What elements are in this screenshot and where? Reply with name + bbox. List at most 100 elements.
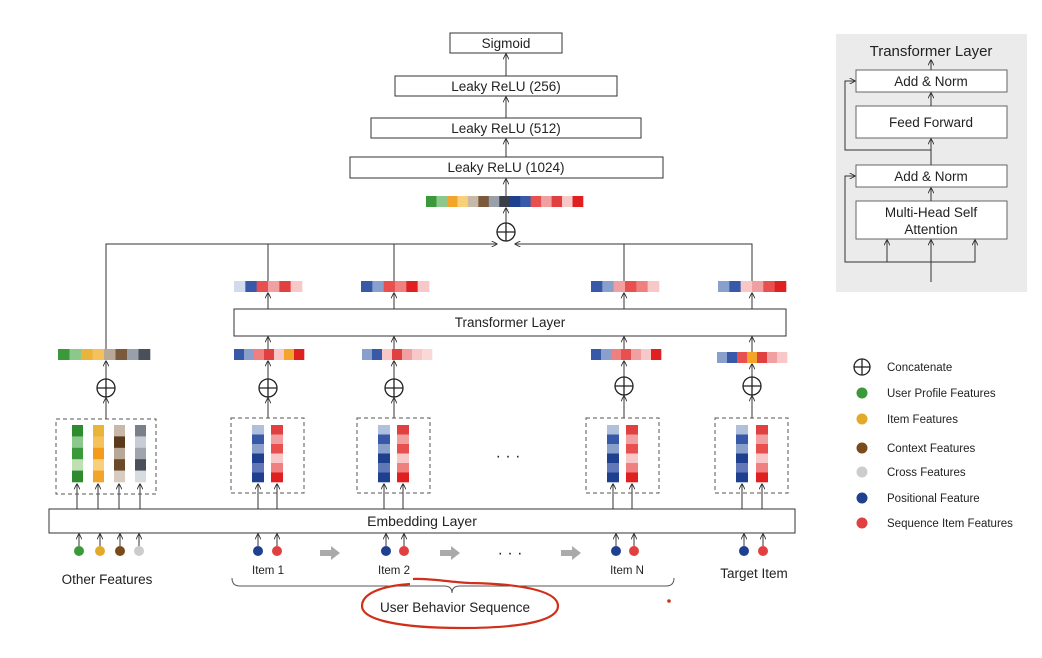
vector-cell bbox=[729, 281, 741, 292]
itemN-sequence-dot bbox=[629, 546, 639, 556]
sequence-arrow-icon bbox=[440, 546, 460, 560]
sigmoid-box bbox=[449, 32, 563, 54]
item1-positional-dot bbox=[253, 546, 263, 556]
vector-cell bbox=[294, 349, 305, 360]
context-dot bbox=[115, 546, 125, 556]
item2-sequence-embedding bbox=[397, 425, 409, 483]
vector-cell bbox=[244, 349, 255, 360]
vector-cell bbox=[93, 447, 104, 460]
item1-transformer-output bbox=[234, 281, 303, 292]
item-features-embedding bbox=[93, 425, 104, 483]
vector-cell bbox=[718, 281, 730, 292]
target-concat-vector bbox=[717, 352, 788, 363]
vector-cell bbox=[114, 436, 125, 449]
vector-cell bbox=[135, 459, 146, 471]
item1-sequence-embedding bbox=[271, 425, 283, 483]
vector-cell bbox=[402, 349, 413, 360]
vector-cell bbox=[271, 472, 283, 483]
vector-cell bbox=[382, 349, 393, 360]
vector-cell bbox=[392, 349, 403, 360]
vector-cell bbox=[114, 447, 125, 460]
connector-line bbox=[515, 244, 753, 281]
vector-cell bbox=[81, 349, 93, 360]
vector-cell bbox=[607, 472, 619, 483]
vector-cell bbox=[138, 349, 151, 360]
vector-cell bbox=[397, 444, 409, 454]
inset-connector bbox=[844, 176, 931, 263]
vector-cell bbox=[397, 472, 409, 483]
vector-cell bbox=[397, 453, 409, 464]
vector-cell bbox=[651, 349, 662, 360]
vector-cell bbox=[613, 281, 626, 292]
vector-cell bbox=[562, 196, 573, 207]
vector-cell bbox=[446, 196, 458, 207]
user-profile-embedding bbox=[72, 425, 83, 483]
vector-cell bbox=[763, 281, 775, 292]
vector-cell bbox=[93, 436, 104, 449]
vector-cell bbox=[412, 349, 423, 360]
vector-cell bbox=[436, 196, 448, 207]
vector-cell bbox=[625, 281, 637, 292]
inset-mhsa-label-line2: Attention bbox=[904, 222, 957, 237]
vector-cell bbox=[378, 444, 390, 454]
legend-swatch bbox=[856, 517, 868, 529]
legend-label: Sequence Item Features bbox=[887, 518, 1013, 530]
vector-cell bbox=[114, 459, 125, 471]
vector-cell bbox=[72, 459, 83, 471]
ellipsis-embedding: · · · bbox=[496, 448, 521, 465]
vector-cell bbox=[114, 425, 125, 437]
vector-cell bbox=[626, 472, 638, 483]
vector-cell bbox=[541, 196, 552, 207]
vector-cell bbox=[395, 281, 407, 292]
vector-cell bbox=[245, 281, 257, 292]
other-features-label: Other Features bbox=[62, 572, 153, 587]
vector-cell bbox=[737, 352, 748, 363]
vector-cell bbox=[378, 434, 390, 445]
item2-embedding-group bbox=[356, 417, 431, 494]
leaky-relu-512-box bbox=[370, 117, 642, 139]
vector-cell bbox=[607, 453, 619, 464]
itemN-embedding-group bbox=[585, 417, 660, 494]
vector-cell bbox=[736, 472, 748, 483]
vector-cell bbox=[234, 349, 245, 360]
itemN-concat-vector bbox=[591, 349, 662, 360]
legend-label: Item Features bbox=[887, 414, 958, 426]
inset-feed-forward-label: Feed Forward bbox=[889, 115, 973, 130]
target-item-positional-dot bbox=[739, 546, 749, 556]
target-item-label: Target Item bbox=[720, 566, 788, 581]
context-embedding bbox=[114, 425, 125, 483]
inset-add-norm-bottom-label: Add & Norm bbox=[894, 169, 968, 184]
vector-cell bbox=[499, 196, 511, 207]
leaky-relu-256-label: Leaky ReLU (256) bbox=[451, 79, 561, 94]
vector-cell bbox=[115, 349, 128, 360]
vector-cell bbox=[752, 281, 764, 292]
vector-cell bbox=[736, 434, 748, 445]
itemN-positional-dot bbox=[611, 546, 621, 556]
legend-label: Positional Feature bbox=[887, 493, 980, 505]
vector-cell bbox=[114, 470, 125, 483]
leaky-relu-512-label: Leaky ReLU (512) bbox=[451, 121, 561, 136]
legend-label: Concatenate bbox=[887, 362, 952, 374]
sigmoid-label: Sigmoid bbox=[482, 36, 531, 51]
item-features-dot bbox=[95, 546, 105, 556]
vector-cell bbox=[756, 453, 768, 464]
itemN-sequence-embedding bbox=[626, 425, 638, 483]
transformer-detail-panel: Transformer Layer Add & Norm Feed Forwar… bbox=[836, 34, 1027, 292]
vector-cell bbox=[72, 436, 83, 449]
vector-cell bbox=[127, 349, 139, 360]
vector-cell bbox=[234, 281, 246, 292]
item2-label: Item 2 bbox=[378, 565, 410, 577]
vector-cell bbox=[135, 470, 146, 483]
other-features-concat-symbol bbox=[96, 378, 116, 398]
item1-concat-vector bbox=[234, 349, 305, 360]
embedding-groups bbox=[55, 417, 789, 495]
vector-cell bbox=[135, 436, 146, 449]
vector-cell bbox=[397, 434, 409, 445]
vector-cell bbox=[264, 349, 275, 360]
vector-cell bbox=[727, 352, 738, 363]
cross-features-embedding bbox=[135, 425, 146, 483]
vector-cell bbox=[372, 281, 384, 292]
vector-cell bbox=[591, 281, 603, 292]
vector-cell bbox=[641, 349, 652, 360]
vector-cell bbox=[104, 349, 116, 360]
